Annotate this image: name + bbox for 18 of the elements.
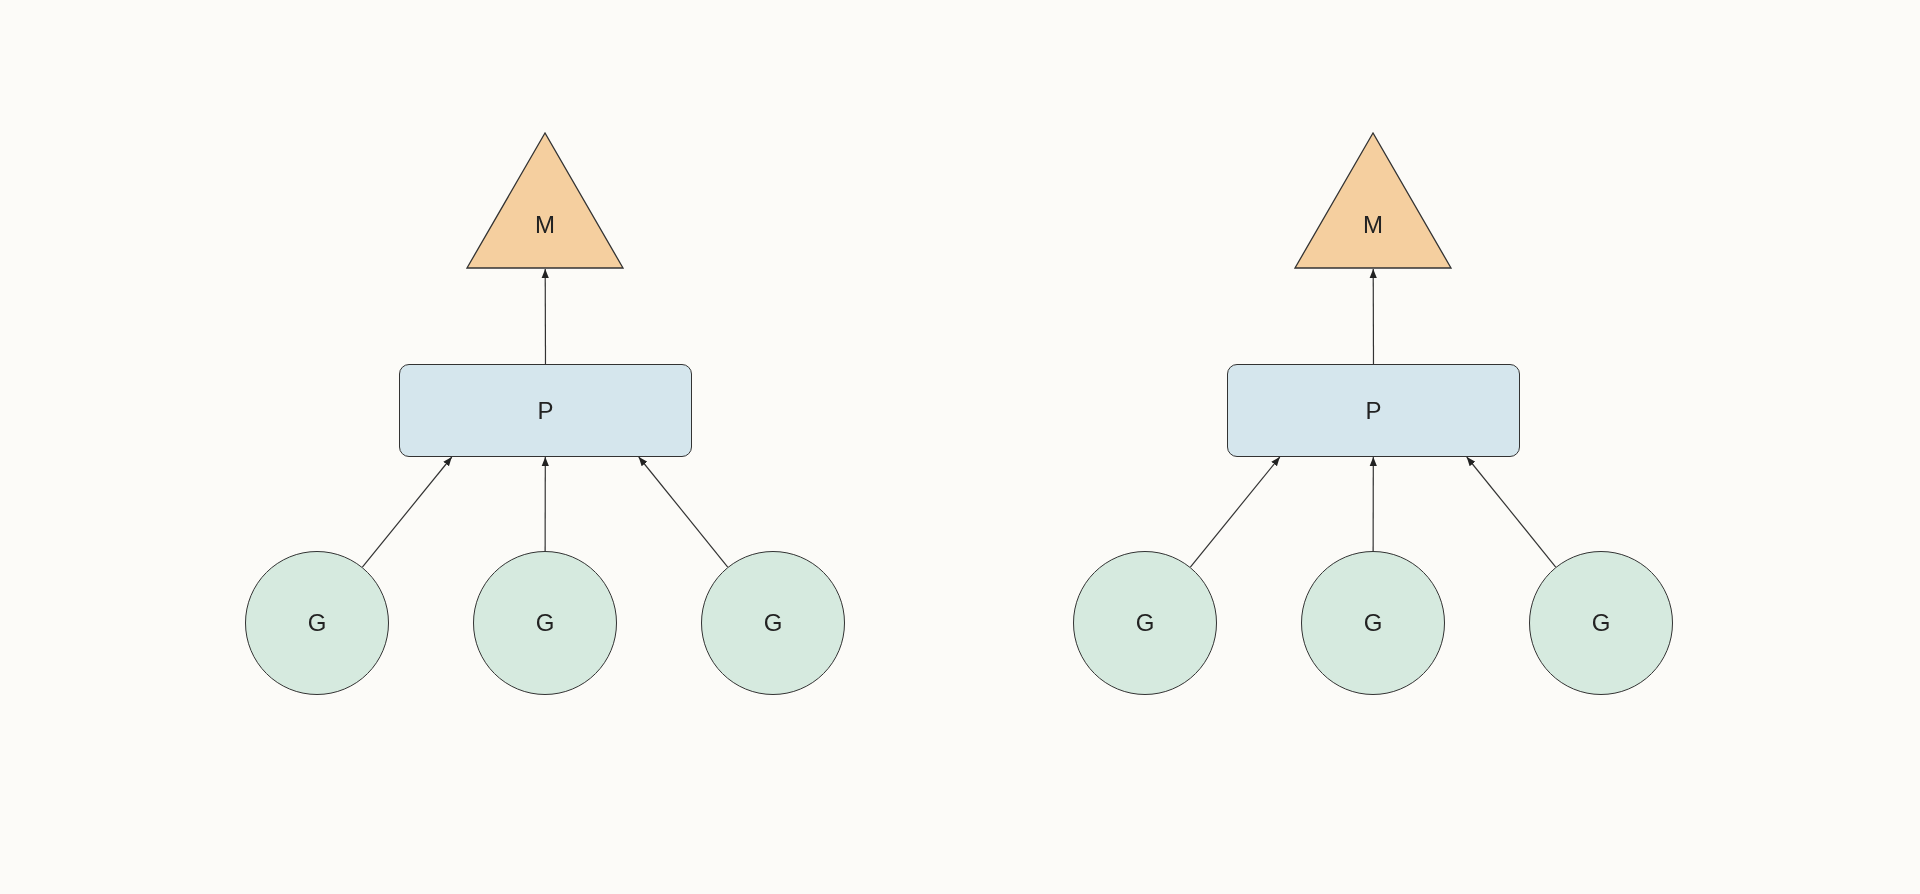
arrow bbox=[1189, 456, 1281, 568]
triangle-shape: M bbox=[1294, 132, 1452, 269]
arrow bbox=[1369, 456, 1377, 552]
triangle-shape: M bbox=[466, 132, 624, 269]
circle-shape: G bbox=[701, 551, 845, 695]
arrow bbox=[541, 268, 549, 365]
rounded-box: P bbox=[399, 364, 692, 457]
circle-shape: G bbox=[1073, 551, 1217, 695]
circle-shape: G bbox=[473, 551, 617, 695]
circle-shape: G bbox=[245, 551, 389, 695]
arrow bbox=[638, 456, 729, 568]
rounded-box: P bbox=[1227, 364, 1520, 457]
arrow bbox=[1466, 456, 1557, 568]
arrow bbox=[361, 456, 453, 568]
circle-shape: G bbox=[1529, 551, 1673, 695]
arrow bbox=[541, 456, 549, 552]
arrow bbox=[1369, 268, 1377, 365]
circle-shape: G bbox=[1301, 551, 1445, 695]
